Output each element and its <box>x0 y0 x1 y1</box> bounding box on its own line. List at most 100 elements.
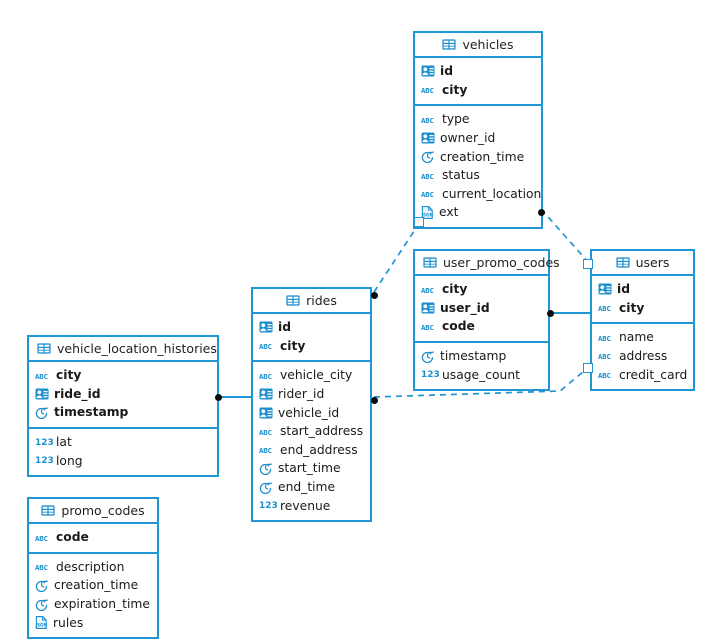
column-name-label: usage_count <box>442 367 520 382</box>
column-name-label: start_address <box>280 424 364 439</box>
column-name-label: description <box>56 559 125 574</box>
column-name-label: credit_card <box>619 367 688 382</box>
primary-key-row[interactable]: ride_id <box>35 385 211 404</box>
abc-string-icon: ABC <box>421 322 434 332</box>
column-name-label: city <box>280 338 306 353</box>
uuid-id-icon <box>259 321 273 333</box>
uuid-id-icon <box>421 65 435 77</box>
column-name-label: id <box>617 282 631 297</box>
uuid-id-icon <box>421 302 435 314</box>
abc-string-icon: ABC <box>259 446 272 456</box>
123-number-icon: 123 <box>259 501 278 512</box>
primary-key-row[interactable]: ABC city <box>259 337 364 356</box>
primary-key-row[interactable]: id <box>259 318 364 337</box>
relationship-endpoint-dot-vehicles-to-users <box>538 209 545 216</box>
column-row[interactable]: ABC start_address <box>259 422 364 441</box>
primary-key-row[interactable]: timestamp <box>35 403 211 422</box>
primary-key-row[interactable]: user_id <box>421 299 542 318</box>
column-name-label: city <box>442 82 468 97</box>
column-name-label: current_location <box>442 186 542 201</box>
column-row[interactable]: rider_id <box>259 385 364 404</box>
column-name-label: city <box>442 282 468 297</box>
relationship-endpoint-square-rides-to-users <box>583 363 593 373</box>
uuid-id-icon <box>598 283 612 295</box>
primary-key-row[interactable]: ABC city <box>421 81 535 100</box>
abc-string-icon: ABC <box>35 533 48 543</box>
primary-key-row[interactable]: ABC code <box>35 528 151 547</box>
column-row[interactable]: creation_time <box>35 576 151 595</box>
column-name-label: type <box>442 112 470 127</box>
column-name-label: lat <box>56 435 72 450</box>
table-title-vehicles[interactable]: vehicles <box>415 33 541 58</box>
primary-key-section-promo_codes: ABC code <box>29 524 157 554</box>
column-name-label: vehicle_city <box>280 368 353 383</box>
123-number-icon: 123 <box>421 370 440 381</box>
column-row[interactable]: owner_id <box>421 129 535 148</box>
relationship-endpoint-square-vehicles-to-users <box>583 259 593 269</box>
abc-string-icon: ABC <box>259 342 272 352</box>
table-name-label: vehicles <box>462 37 514 52</box>
column-name-label: long <box>56 453 83 468</box>
table-name-label: vehicle_location_histories <box>57 341 217 356</box>
svg-text:JSON: JSON <box>35 623 48 628</box>
table-name-label: promo_codes <box>61 503 145 518</box>
column-row[interactable]: expiration_time <box>35 595 151 614</box>
table-title-promo_codes[interactable]: promo_codes <box>29 499 157 524</box>
clock-timestamp-icon <box>421 150 435 164</box>
column-name-label: owner_id <box>440 131 496 146</box>
column-name-label: code <box>56 530 89 545</box>
column-row[interactable]: vehicle_id <box>259 403 364 422</box>
column-name-label: end_time <box>278 480 336 495</box>
table-title-rides[interactable]: rides <box>253 289 370 314</box>
relationship-endpoint-dot-user-promo-codes-to-users <box>547 310 554 317</box>
clock-timestamp-icon <box>421 350 435 363</box>
123-number-icon: 123 <box>35 456 54 467</box>
column-name-label: status <box>442 168 480 183</box>
column-row[interactable]: creation_time <box>421 147 535 166</box>
table-icon <box>286 295 300 306</box>
column-row[interactable]: start_time <box>259 459 364 478</box>
column-row[interactable]: end_time <box>259 478 364 497</box>
column-name-label: address <box>619 349 668 364</box>
abc-string-icon: ABC <box>259 427 272 437</box>
abc-string-icon: ABC <box>421 190 434 200</box>
table-title-users[interactable]: users <box>592 251 693 276</box>
table-title-user_promo_codes[interactable]: user_promo_codes <box>415 251 560 276</box>
uuid-id-icon <box>35 388 49 400</box>
table-icon <box>41 505 56 516</box>
table-title-vehicle_location_histories[interactable]: vehicle_location_histories <box>29 337 217 362</box>
primary-key-row[interactable]: id <box>421 62 535 81</box>
column-row[interactable]: timestamp <box>421 347 542 366</box>
column-name-label: expiration_time <box>54 597 150 612</box>
primary-key-row[interactable]: id <box>598 280 687 299</box>
column-row[interactable]: ABC current_location <box>421 185 541 204</box>
abc-string-icon: ABC <box>421 86 434 96</box>
